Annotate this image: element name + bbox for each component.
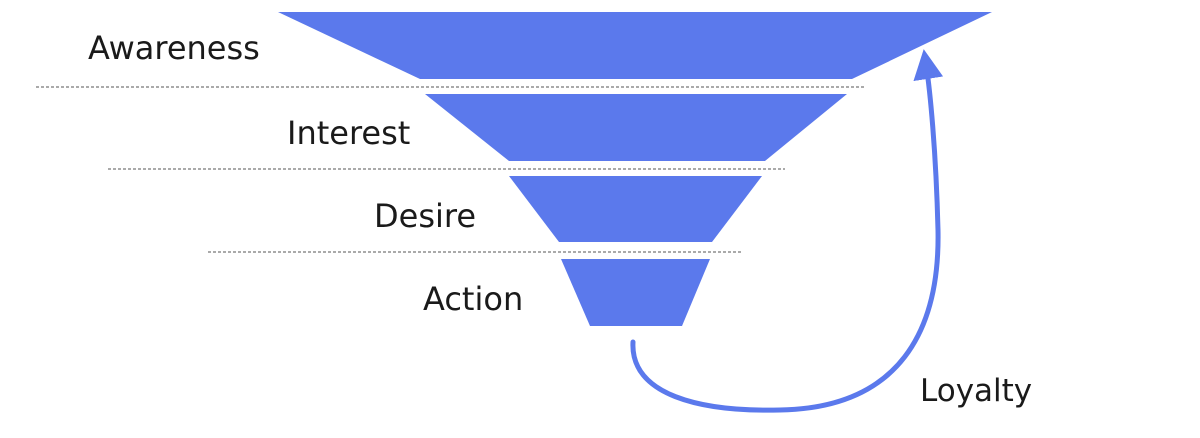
funnel-stage-desire — [509, 176, 762, 242]
stage-label-awareness: Awareness — [88, 29, 260, 67]
loyalty-label: Loyalty — [920, 373, 1032, 409]
stage-label-action: Action — [423, 280, 523, 318]
loyalty-loop-arrow — [630, 49, 944, 413]
funnel-stage-interest — [425, 94, 847, 161]
funnel-stage-action — [561, 259, 710, 326]
stage-label-desire: Desire — [374, 197, 476, 235]
stage-label-interest: Interest — [287, 114, 410, 152]
funnel-stage-awareness — [278, 12, 992, 79]
